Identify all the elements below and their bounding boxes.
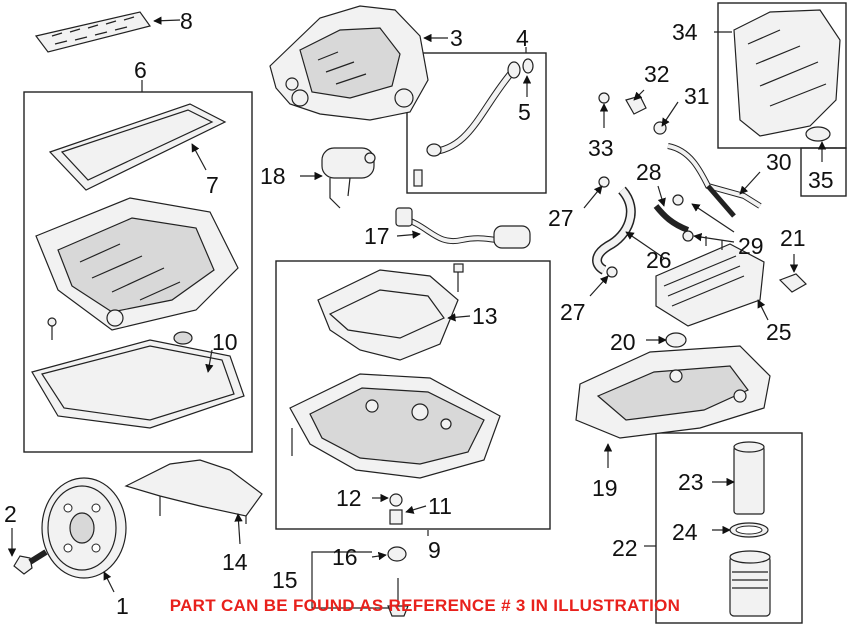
part-19-housing [575,345,771,439]
callout-numbers: 8 3 4 5 6 7 10 18 17 13 12 11 9 16 15 14… [4,8,834,619]
callout-6: 6 [134,57,147,83]
callout-35: 35 [808,167,834,193]
callout-3: 3 [450,25,463,51]
callout-11: 11 [428,493,452,519]
callout-7: 7 [206,172,219,198]
part-9-lower-pan [289,373,501,525]
part-8-gasket [34,11,151,53]
part-1-pulley [41,477,127,579]
callout-28: 28 [636,159,662,185]
part-15-plug [387,546,409,617]
group-box-6 [23,91,253,453]
callout-9: 9 [428,537,441,563]
callout-13: 13 [472,303,498,329]
callout-25: 25 [766,319,792,345]
callout-20: 20 [610,329,636,355]
callout-29: 29 [738,233,764,259]
callout-22: 22 [612,535,638,561]
callout-19: 19 [592,475,618,501]
part-30-hose [598,92,762,218]
part-3-housing [269,5,429,121]
callout-16: 16 [332,544,358,570]
callout-14: 14 [222,549,248,575]
callout-10: 10 [212,329,238,355]
group-box-34 [717,2,847,149]
part-13-baffle [317,263,464,361]
part-14-shield [124,459,263,524]
callout-24: 24 [672,519,698,545]
part-22-cap [729,550,771,617]
callout-32: 32 [644,61,670,87]
part-26-hose [592,176,636,278]
callout-12: 12 [336,485,362,511]
callout-8: 8 [180,8,193,34]
callout-27-a: 27 [548,205,574,231]
callout-34: 34 [672,19,698,45]
part-10-gasket [31,339,245,429]
callout-21: 21 [780,225,806,251]
part-7-gasket [48,103,227,191]
callout-5: 5 [518,99,531,125]
callout-15: 15 [272,567,298,593]
callout-33: 33 [588,135,614,161]
reference-notice: PART CAN BE FOUND AS REFERENCE # 3 IN IL… [169,596,681,615]
part-18-sensor [321,147,376,209]
callout-26: 26 [646,247,672,273]
part-21-sensor [778,273,807,293]
callout-30: 30 [766,149,792,175]
leader-lines [7,16,827,609]
callout-17: 17 [364,223,390,249]
callout-1: 1 [116,593,129,619]
callout-4: 4 [516,25,529,51]
group-box-9 [275,260,551,530]
part-34-manifold [733,9,841,142]
part-23-filter-element [733,441,765,515]
part-17-hose [395,207,531,249]
callout-23: 23 [678,469,704,495]
part-28-hose [653,194,694,242]
callout-27-b: 27 [560,299,586,325]
part-6-oil-pan [35,197,239,345]
callout-31: 31 [684,83,710,109]
group-box-22 [655,432,803,624]
part-2-bolt [13,549,48,575]
callout-2: 2 [4,501,17,527]
part-4-tube [413,58,534,187]
part-20-seal [665,332,687,348]
part-24-oring [729,522,769,538]
callout-18: 18 [260,163,286,189]
group-box-4 [406,52,547,194]
